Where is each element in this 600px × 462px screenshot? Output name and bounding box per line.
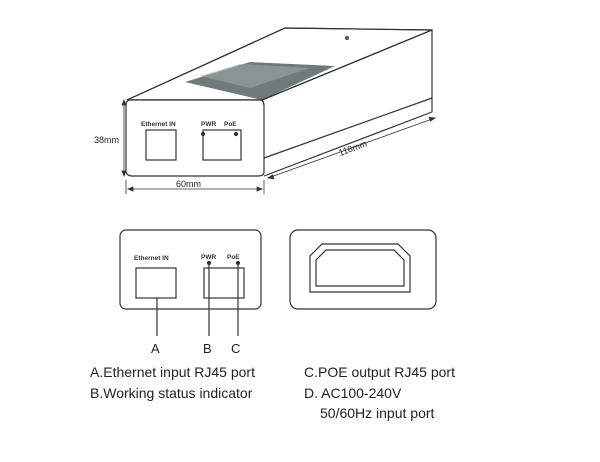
- legend-b: B.Working status indicator: [90, 385, 253, 401]
- legend-d2: 50/60Hz input port: [320, 405, 435, 421]
- callout-a: A: [151, 341, 160, 356]
- device-front-view: [119, 229, 262, 336]
- legend-c: C.POE output RJ45 port: [304, 364, 455, 380]
- top-poe-label: PoE: [224, 121, 237, 128]
- dim-length-label: 118mm: [337, 138, 368, 157]
- top-ethernet-label: Ethernet IN: [141, 121, 176, 128]
- device-3d-view: [125, 27, 433, 177]
- legend-a: A.Ethernet input RJ45 port: [90, 364, 255, 380]
- front-poe-label: PoE: [227, 254, 240, 261]
- dimension-lines: [121, 98, 437, 194]
- legend-d1: D. AC100-240V: [304, 385, 402, 401]
- device-back-view: [289, 229, 437, 310]
- front-ethernet-label: Ethernet IN: [134, 255, 169, 262]
- callout-b: B: [203, 341, 212, 356]
- dim-height-label: 38mm: [94, 135, 119, 145]
- dim-width-label: 60mm: [176, 179, 201, 189]
- callout-c: C: [231, 341, 240, 356]
- top-pwr-label: PWR: [201, 121, 216, 128]
- front-pwr-label: PWR: [201, 254, 216, 261]
